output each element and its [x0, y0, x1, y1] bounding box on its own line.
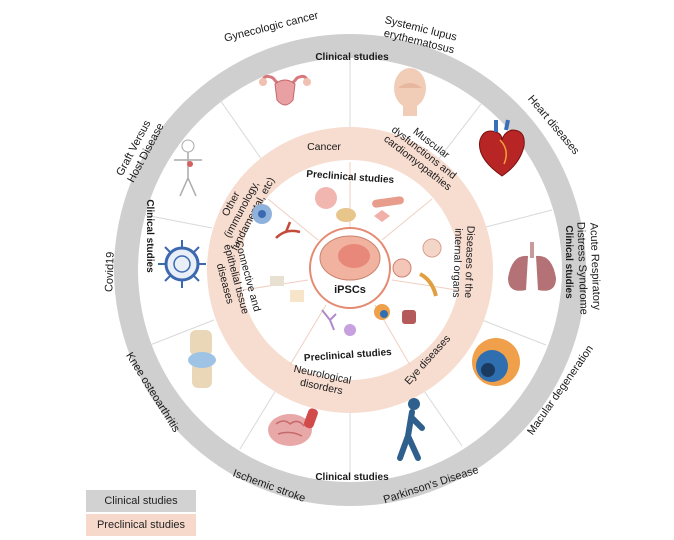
virus-icon [158, 240, 206, 288]
clinical-label-left: Clinical studies [144, 199, 155, 273]
neuron-soma-icon [344, 324, 356, 336]
brain-icon [268, 408, 318, 446]
vessel-icon [275, 221, 301, 239]
walking-person-icon [397, 398, 425, 461]
inner-label-internal: Diseases of the internal organs [450, 225, 477, 301]
cardiomyocyte-icon [374, 210, 390, 222]
clinical-label-top: Clinical studies [315, 52, 389, 63]
immune-cell-nucleus [258, 210, 266, 218]
inner-label-internal-line1: Diseases of the [462, 225, 477, 298]
muscle-fiber-icon [372, 196, 404, 208]
outer-label-ards: Acute Respiratory Distress Syndrome [574, 221, 602, 315]
center-label: iPSCs [334, 284, 366, 296]
outer-label-ards-line2: Distress Syndrome [574, 222, 589, 315]
outer-label-ards-line1: Acute Respiratory [587, 222, 602, 310]
eye-organoid-pupil [380, 310, 388, 318]
tumor-cell-icon [315, 187, 337, 209]
clinical-dividers [144, 60, 553, 480]
legend-preclinical: Preclinical studies [86, 514, 196, 536]
intestine-icon [419, 272, 438, 297]
uterus-icon [259, 74, 311, 106]
clinical-label-right: Clinical studies [563, 225, 574, 299]
outer-label-covid: Covid19 [103, 252, 116, 293]
tissue-layer-icon [290, 290, 304, 302]
organ-cell-icon [422, 238, 442, 258]
body-outline-icon [174, 139, 202, 197]
clinical-label-bottom: Clinical studies [315, 472, 389, 483]
knee-icon [188, 330, 216, 388]
legend-clinical: Clinical studies [86, 490, 196, 512]
organoid-icon [392, 258, 412, 278]
neuron-icon [321, 309, 337, 331]
ipsc-nucleus [338, 244, 370, 268]
eye-icon [472, 338, 520, 386]
shell-cell-icon [336, 208, 356, 222]
epithelium-icon [270, 276, 284, 286]
lungs-icon [508, 242, 556, 291]
heart-icon [478, 119, 525, 177]
head-icon [394, 68, 426, 116]
retina-cell-icon [402, 310, 416, 324]
inner-label-internal-line2: internal organs [450, 228, 464, 298]
preclinical-icons [252, 187, 442, 336]
inner-label-cancer: Cancer [307, 141, 341, 153]
